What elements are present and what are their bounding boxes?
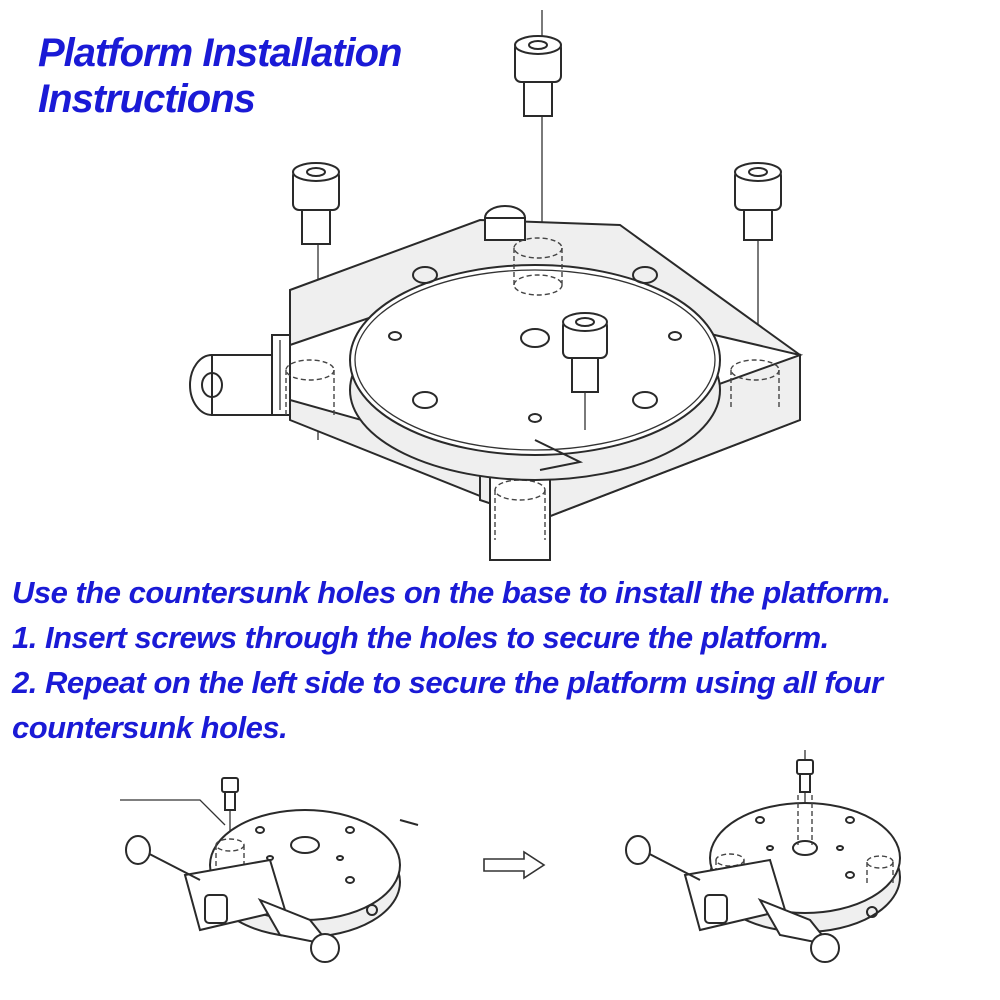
small-screw (221, 777, 239, 811)
side-knob (484, 205, 526, 241)
leader-line (120, 799, 226, 826)
small-assembly-before (120, 777, 419, 963)
title-line-2: Instructions (38, 77, 256, 121)
platform-hole (412, 266, 438, 284)
small-assembly-after (625, 750, 901, 963)
instruction-intro: Use the countersunk holes on the base to… (12, 575, 891, 610)
rotary-platform (349, 264, 721, 481)
page-title: Platform Installation Instructions (38, 30, 402, 122)
platform-hole (412, 391, 438, 409)
instruction-step-1: 1. Insert screws through the holes to se… (12, 620, 829, 655)
instructions-text: Use the countersunk holes on the base to… (12, 570, 997, 750)
cap-screw-center (562, 312, 608, 430)
small-hole (528, 413, 542, 423)
platform-hole (632, 266, 658, 284)
right-outline-arrow-icon (483, 850, 546, 880)
cap-screw-top (514, 35, 562, 117)
cap-screw-left (292, 162, 340, 245)
center-hole (520, 328, 550, 348)
small-hole (388, 331, 402, 341)
main-assembly-diagram (189, 10, 804, 561)
micrometer-handle (189, 334, 313, 416)
countersink-top (513, 237, 563, 296)
instruction-step-2: 2. Repeat on the left side to secure the… (12, 665, 883, 700)
small-screw-after (796, 759, 814, 793)
small-hole (668, 331, 682, 341)
title-line-1: Platform Installation (38, 31, 402, 75)
cap-screw-right (734, 162, 782, 241)
platform-hole (632, 391, 658, 409)
instruction-step-2-cont: countersunk holes. (12, 710, 288, 745)
